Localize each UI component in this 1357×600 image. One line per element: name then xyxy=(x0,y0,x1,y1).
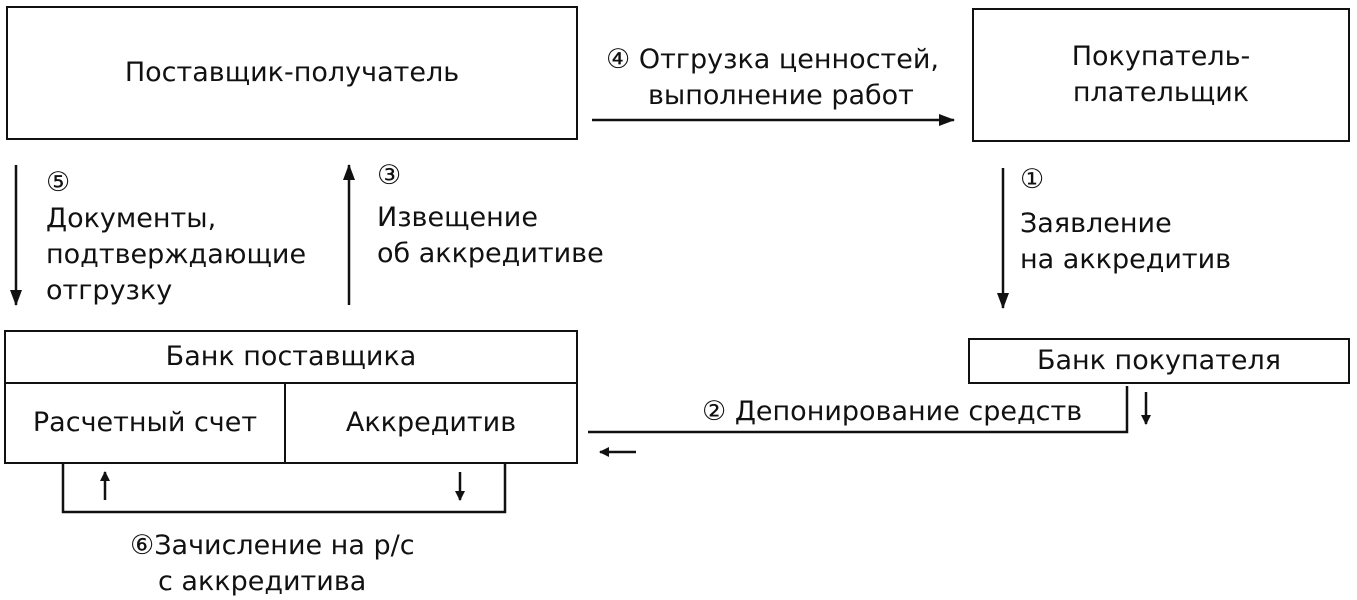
step3-number: ③ xyxy=(377,160,402,191)
step3-line1: Извещение xyxy=(377,202,538,233)
step3-line2: об аккредитиве xyxy=(377,238,604,269)
supplier-bank-box: Банк поставщика Расчетный счет Аккредити… xyxy=(4,330,578,464)
step2-label: ② Депонирование средств xyxy=(702,394,1082,430)
step3-label: ③ Извещение об аккредитиве xyxy=(377,158,604,272)
step6-label: ⑥Зачисление на р/с с аккредитива xyxy=(130,528,415,600)
step5-line3: отгрузку xyxy=(46,275,173,306)
step2-number: ② xyxy=(702,396,727,427)
crediting-bracket xyxy=(61,464,507,514)
supplier-bank-title: Банк поставщика xyxy=(165,341,417,372)
step4-text2: выполнение работ xyxy=(648,80,914,111)
step6-text1: Зачисление на р/с xyxy=(154,530,415,561)
step4-number: ④ xyxy=(606,44,631,75)
buyer-payer-label-line2: плательщик xyxy=(1072,77,1250,108)
buyer-bank-box: Банк покупателя xyxy=(968,338,1350,384)
step1-line2: на аккредитив xyxy=(1020,244,1232,275)
supplier-recipient-label: Поставщик-получатель xyxy=(124,57,460,88)
step4-label: ④ Отгрузка ценностей, выполнение работ xyxy=(606,42,939,114)
step1-line1: Заявление xyxy=(1020,208,1172,239)
step6-line1: ⑥Зачисление на р/с xyxy=(130,528,415,564)
step4-line1: ④ Отгрузка ценностей, xyxy=(606,42,939,78)
step6-line2: с аккредитива xyxy=(158,566,367,597)
step4-text1: Отгрузка ценностей, xyxy=(638,44,940,75)
buyer-payer-box: Покупатель- плательщик xyxy=(972,8,1350,142)
step5-number: ⑤ xyxy=(46,167,71,198)
settlement-account-label: Расчетный счет xyxy=(32,407,258,438)
buyer-bank-label: Банк покупателя xyxy=(1036,345,1282,376)
supplier-recipient-box: Поставщик-получатель xyxy=(6,6,578,140)
step4-line2: выполнение работ xyxy=(606,78,939,114)
step5-line1: Документы, xyxy=(46,203,217,234)
step5-line2: подтверждающие xyxy=(46,239,307,270)
letter-of-credit-cell: Аккредитив xyxy=(286,384,576,462)
step6-number: ⑥ xyxy=(130,530,155,561)
deposit-connector-line xyxy=(588,386,1129,434)
letter-of-credit-label: Аккредитив xyxy=(345,407,517,438)
buyer-payer-label-line1: Покупатель- xyxy=(1071,41,1251,72)
step1-number: ① xyxy=(1020,164,1045,195)
settlement-account-cell: Расчетный счет xyxy=(6,384,286,462)
step2-text: Депонирование средств xyxy=(734,396,1083,427)
step1-label: ① Заявление на аккредитив xyxy=(1020,162,1231,278)
step5-label: ⑤ Документы, подтверждающие отгрузку xyxy=(46,165,306,309)
supplier-bank-title-row: Банк поставщика xyxy=(6,332,576,384)
